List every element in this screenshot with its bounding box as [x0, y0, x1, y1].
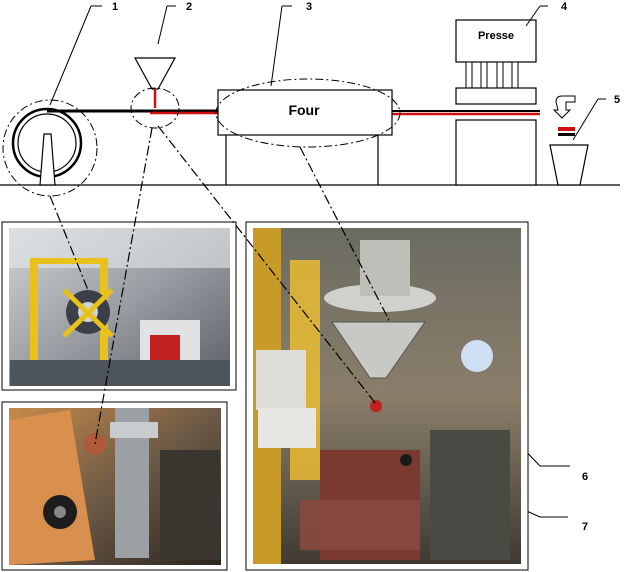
callout-7: 7	[582, 521, 588, 533]
furnace-detail-ellipse	[215, 78, 401, 148]
callout-1: 1	[112, 1, 118, 13]
callout-4: 4	[561, 1, 568, 13]
press: Presse	[455, 19, 537, 186]
output-bin	[549, 95, 589, 186]
callout-2: 2	[186, 1, 192, 13]
callout-5: 5	[614, 94, 620, 106]
photo-decoiler	[1, 221, 237, 391]
callout-3: 3	[306, 1, 312, 13]
detail-connectors	[49, 125, 391, 445]
callout-6: 6	[582, 471, 588, 483]
strip-line	[47, 109, 540, 116]
presse-label: Presse	[478, 30, 514, 42]
coil-unit	[2, 99, 98, 197]
powder-hopper	[130, 57, 180, 129]
furnace: Four	[215, 78, 401, 185]
four-label: Four	[288, 102, 320, 118]
photo-hopper	[1, 401, 228, 571]
coil-detail-ellipse	[2, 99, 98, 197]
hopper-detail-ellipse	[130, 87, 180, 129]
photo-furnace	[245, 221, 529, 571]
